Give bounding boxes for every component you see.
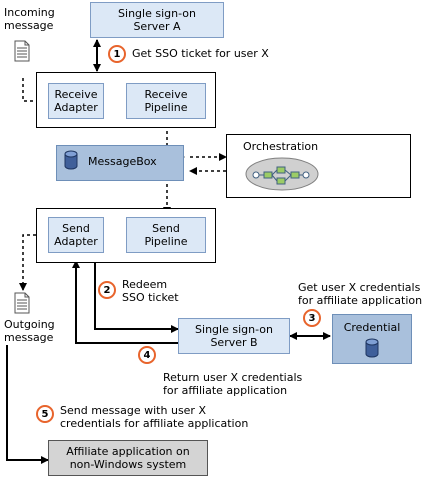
outgoing-message-label: Outgoing message <box>4 318 55 344</box>
send-pipeline: Send Pipeline <box>126 217 206 253</box>
messagebox-label: MessageBox <box>88 155 157 168</box>
send-adapter: Send Adapter <box>48 217 104 253</box>
redeem-arrow <box>94 258 179 333</box>
step-2-label: Redeem SSO ticket <box>122 278 179 304</box>
incoming-message-label: Incoming message <box>4 6 55 32</box>
step-4-label: Return user X credentials for affiliate … <box>163 371 303 397</box>
workflow-icon <box>245 157 319 191</box>
step-4-badge: 4 <box>138 346 156 364</box>
return-arrow <box>72 260 178 344</box>
document-icon <box>14 40 30 62</box>
step-1-badge: 1 <box>108 45 126 63</box>
database-icon <box>64 150 78 170</box>
step-5-badge: 5 <box>36 405 54 423</box>
document-icon <box>14 292 30 314</box>
orchestration-label: Orchestration <box>243 140 319 153</box>
step-3-badge: 3 <box>303 309 321 327</box>
sso-server-b: Single sign-on Server B <box>178 318 290 354</box>
affiliate-application: Affiliate application on non-Windows sys… <box>48 440 208 476</box>
receive-adapter: Receive Adapter <box>48 83 104 119</box>
receive-pipeline: Receive Pipeline <box>126 83 206 119</box>
step-3-label: Get user X credentials for affiliate app… <box>298 281 423 307</box>
step-1-label: Get SSO ticket for user X <box>132 47 269 60</box>
sso-server-a: Single sign-on Server A <box>90 2 224 38</box>
step-2-badge: 2 <box>98 281 116 299</box>
outgoing-to-affiliate-arrow <box>6 345 49 464</box>
credential-label: Credential <box>343 321 401 334</box>
database-icon <box>365 338 379 358</box>
incoming-to-receive-arrow <box>22 78 49 105</box>
step-5-label: Send message with user X credentials for… <box>60 404 249 430</box>
